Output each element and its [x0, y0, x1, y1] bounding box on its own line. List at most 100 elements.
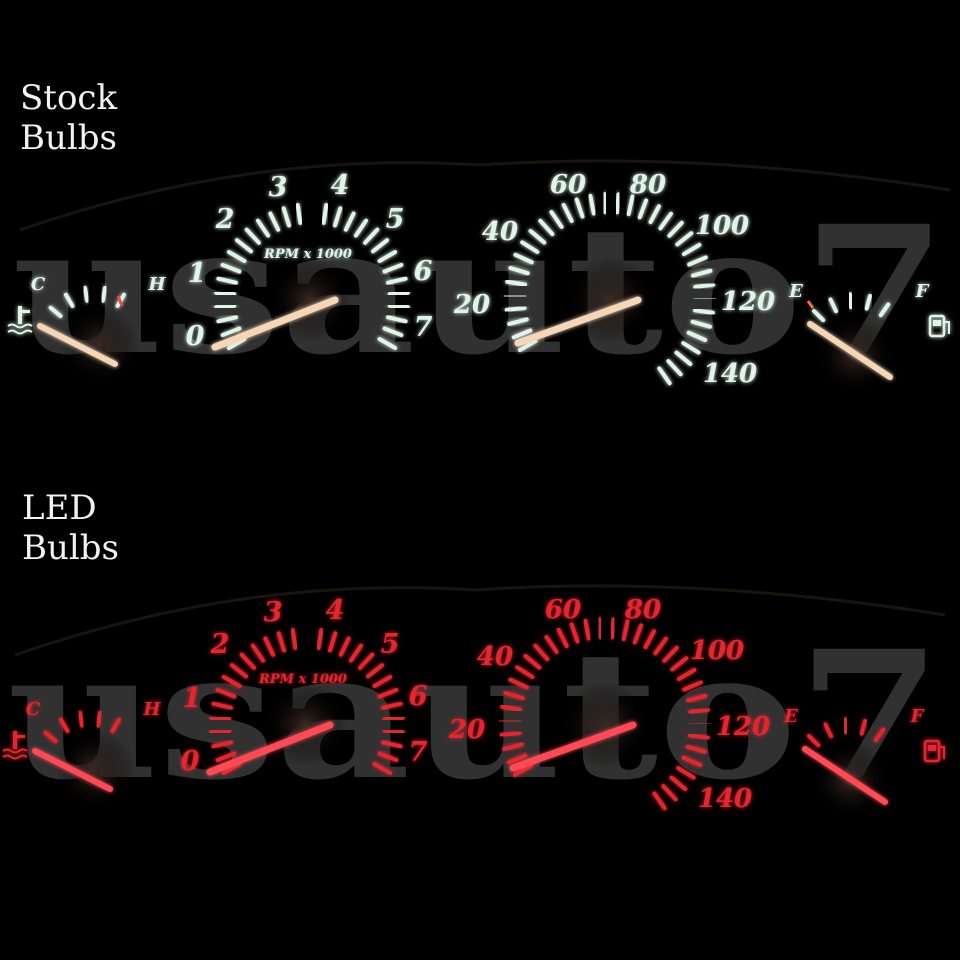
tach-tick [214, 303, 237, 310]
cluster-bezel [19, 159, 951, 232]
tach-tick [382, 326, 404, 338]
led-bulbs-caption: LED Bulbs [22, 488, 119, 568]
speedo-tick [508, 677, 529, 690]
tach-number-7: 7 [414, 312, 433, 343]
tach-unit-label: RPM x 1000 [263, 247, 352, 262]
speedo-tick [676, 667, 697, 682]
speedo-number-60: 60 [550, 170, 586, 200]
watermark-text: usauto7 [12, 187, 947, 394]
tach-tick [211, 740, 233, 749]
tach-tick [263, 636, 276, 657]
speedo-needle [514, 296, 642, 347]
speedo-tick [615, 192, 621, 215]
speedo-number-140: 140 [698, 784, 752, 814]
tach-tick [229, 663, 249, 679]
tach-tick [365, 663, 385, 679]
temp-tick [95, 710, 103, 728]
speedo-tick [507, 317, 529, 326]
tach-number-2: 2 [215, 204, 235, 235]
fuel-tick [806, 733, 821, 748]
tach-number-5: 5 [381, 629, 400, 660]
fuel-tick [864, 293, 873, 311]
tach-tick [327, 631, 338, 653]
speedo-tick [506, 753, 528, 765]
tach-tick [220, 326, 242, 338]
speedo-tick [533, 643, 550, 662]
speedo-tick [637, 198, 649, 220]
temp-tick [100, 285, 108, 303]
tach-tick [372, 762, 393, 775]
tach-tick [377, 337, 398, 350]
speedo-number-80: 80 [624, 595, 661, 625]
speedo-tick [653, 636, 668, 656]
tach-tick [226, 337, 247, 350]
speedo-tick [669, 775, 688, 792]
temp-tick [110, 717, 121, 734]
tach-tick [387, 290, 410, 297]
speedo-tick [602, 192, 608, 215]
tach-tick [215, 751, 237, 763]
speedo-number-20: 20 [453, 290, 490, 320]
tach-tick [239, 652, 256, 670]
tach-tick [226, 250, 247, 263]
speedo-tick [648, 204, 661, 225]
speedo-tick [502, 742, 524, 751]
speedo-tick [499, 730, 522, 737]
temp-low-label: C [26, 699, 41, 720]
tach-number-3: 3 [269, 172, 288, 203]
speedo-tick [549, 210, 564, 229]
tach-hub [268, 258, 352, 342]
tach-tick [268, 211, 281, 232]
tach-tick [255, 218, 271, 238]
speedo-tick [670, 656, 689, 672]
coolant-temp-icon [7, 306, 33, 335]
temp-tick [43, 730, 58, 744]
speedo-tick [682, 680, 703, 692]
tach-tick [372, 675, 393, 688]
speedo-tick [621, 619, 630, 642]
speedo-tick [662, 645, 679, 663]
tach-tick [358, 652, 375, 670]
tach-number-0: 0 [186, 321, 205, 352]
tach-number-4: 4 [326, 595, 345, 626]
speedo-tick [632, 623, 644, 645]
tach-hub [263, 683, 347, 767]
tach-number-4: 4 [331, 170, 350, 201]
tach-tick [290, 628, 298, 650]
speedo-hub [566, 256, 654, 344]
temp-high-label: H [142, 699, 161, 720]
temp-needle [37, 323, 118, 367]
speedo-number-120: 120 [716, 712, 770, 742]
speedo-tick [666, 359, 683, 377]
tach-number-5: 5 [386, 204, 405, 235]
speedo-tick [675, 231, 694, 247]
speedo-tick [658, 211, 673, 231]
speedo-tick [512, 764, 533, 777]
temp-high-label: H [147, 274, 166, 295]
speedo-tick [681, 341, 701, 355]
tach-tick [276, 631, 287, 653]
speedo-tick [610, 617, 616, 640]
tach-tick [220, 262, 242, 274]
tach-tick [281, 206, 292, 228]
tach-tick [381, 701, 403, 710]
watermark-text: usauto7 [7, 612, 942, 819]
speedo-tick [657, 366, 672, 386]
speedo-tick [561, 202, 574, 224]
stock-bulbs-caption: Stock Bulbs [20, 78, 118, 158]
speedo-tick [556, 627, 569, 649]
speedo-tick [686, 693, 708, 703]
tach-tick [353, 218, 369, 238]
tach-tick [209, 715, 232, 722]
speedo-tick [674, 350, 693, 367]
tach-unit-label: RPM x 1000 [258, 672, 347, 687]
temp-tick [82, 285, 90, 303]
tach-number-7: 7 [409, 737, 428, 768]
coolant-temp-icon [2, 731, 28, 760]
fuel-tick [873, 727, 886, 743]
fuel-tick [859, 718, 868, 736]
tach-tick [214, 290, 237, 297]
speedo-tick [626, 194, 635, 217]
speedo-number-40: 40 [482, 217, 518, 247]
speedo-tick [544, 635, 559, 654]
